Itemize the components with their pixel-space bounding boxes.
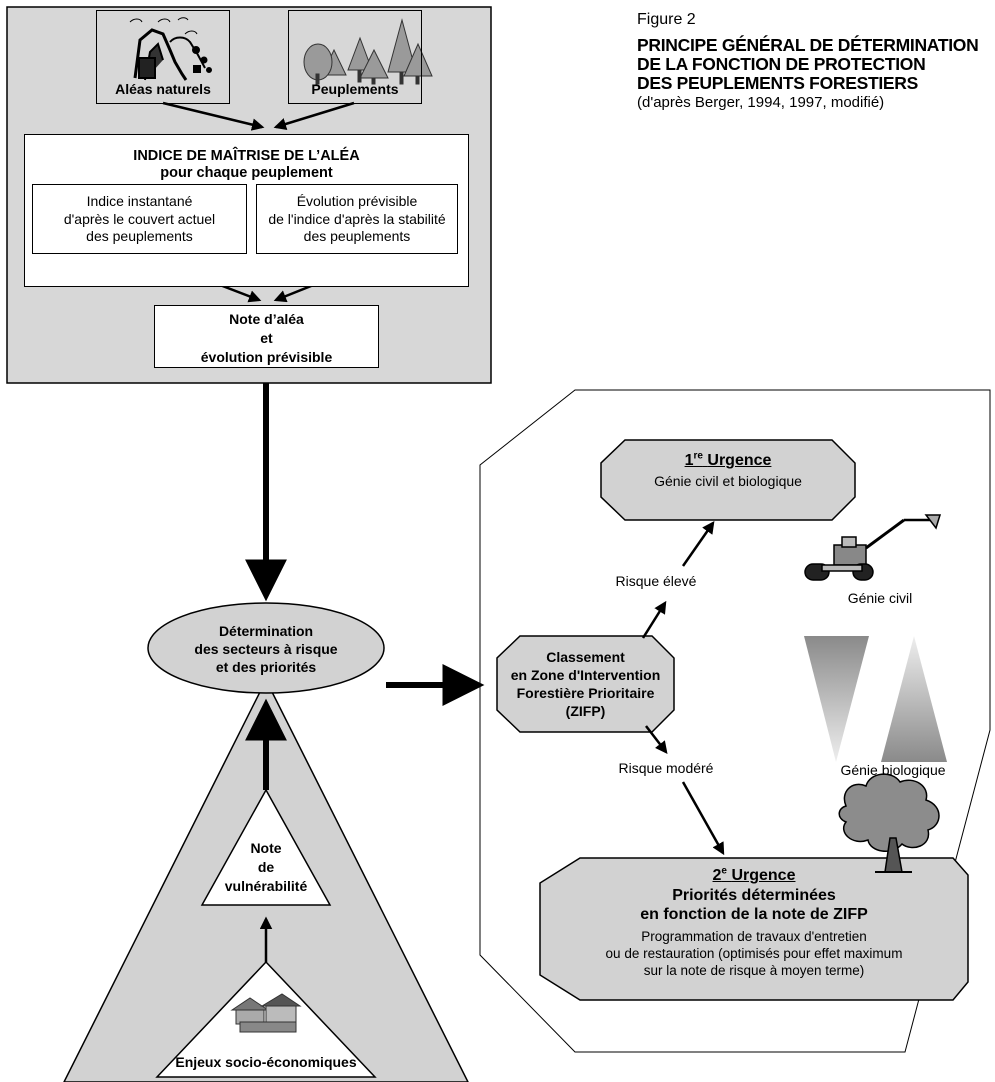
urgency1-octagon [600,439,856,521]
determination-ellipse [147,602,385,694]
hazards-illustration [129,17,212,81]
socio-economic-stakes: Enjeux socio-économiques [175,1054,357,1070]
urgency2-suffix: e [721,866,727,877]
civil-decreasing-triangle [804,636,869,762]
arrow-classification-to-high-risk [641,600,667,639]
arrow-high-risk-to-urgency1 [681,520,715,567]
figure-caption: Figure 2 PRINCIPE GÉNÉRAL DE DÉTERMINATI… [637,10,995,112]
urgency1-heading: 1re Urgence [601,451,855,470]
bio-engineering-label: Génie biologique [840,762,946,778]
civil-engineering-label: Génie civil [847,590,913,606]
urgency1-suffix: re [693,451,703,462]
vulnerability-inner-triangle [200,788,332,906]
urgency2-title: Priorités déterminées en fonction de la … [640,887,868,923]
urgency1-rank: 1 [684,452,694,470]
hazard-score-box: Note d’aléa et évolution prévisible [154,305,379,368]
urgency2-word: Urgence [731,867,796,885]
village-illustration [230,993,302,1033]
stands-label: Peuplements [311,81,399,97]
high-risk-label: Risque élevé [615,573,697,589]
hazards-box: Aléas naturels [96,10,230,104]
moderate-risk-label: Risque modéré [618,760,714,776]
index-title: INDICE DE MAÎTRISE DE L’ALÉA [133,148,360,164]
arrow-moderate-risk-to-urgency2 [681,781,725,856]
hazards-label: Aléas naturels [115,81,211,97]
bio-increasing-triangle [881,636,947,762]
urgency2-heading: 2e Urgence [540,866,968,885]
determination-label: Détermination des secteurs à risque et d… [194,623,338,675]
index-subtitle: pour chaque peuplement [160,165,333,181]
excavator-illustration [804,514,942,581]
arrow-classification-to-moderate-risk [645,725,668,754]
foreseeable-index-box: Évolution prévisible de l'indice d'après… [256,184,458,254]
urgency2-text: Programmation de travaux d'entretien ou … [605,929,903,978]
figure-label: Figure 2 [637,11,696,28]
urgency2-rank: 2 [712,867,722,885]
arrow-hazards-to-index [162,101,265,131]
instant-index-box: Indice instantané d'après le couvert act… [32,184,247,254]
classification-label: Classement en Zone d'Intervention Forest… [510,649,661,719]
stands-box: Peuplements [288,10,422,104]
urgency1-word: Urgence [707,452,772,470]
urgency1-text: Génie civil et biologique [654,473,802,489]
tree-illustration [838,773,940,873]
figure-source: (d'après Berger, 1994, 1997, modifié) [637,94,885,111]
urgency2-octagon [539,857,969,1001]
vulnerability-score: Note de vulnérabilité [224,840,308,894]
figure-title: PRINCIPE GÉNÉRAL DE DÉTERMINATION DE LA … [637,35,979,93]
stands-illustration [303,18,433,85]
arrow-stands-to-index [273,101,355,131]
